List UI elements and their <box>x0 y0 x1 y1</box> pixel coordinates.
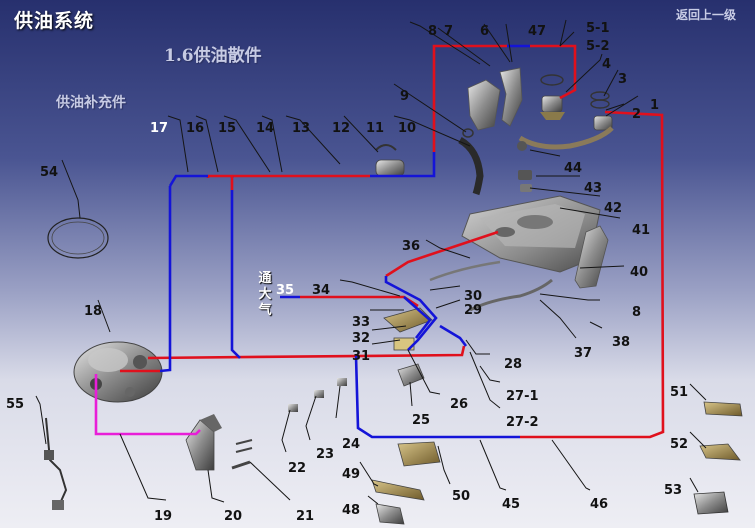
supply-line <box>120 44 665 439</box>
part-label-12[interactable]: 12 <box>332 121 350 136</box>
part-label-8b[interactable]: 8 <box>632 305 641 320</box>
part-label-9[interactable]: 9 <box>400 89 409 104</box>
pump-seal-rings-2-3[interactable] <box>590 91 613 131</box>
part-label-2[interactable]: 2 <box>632 107 641 122</box>
part-label-1[interactable]: 1 <box>650 98 659 113</box>
evap-line <box>94 374 201 436</box>
part-label-51[interactable]: 51 <box>670 385 688 400</box>
part-label-48[interactable]: 48 <box>342 503 360 518</box>
part-label-34[interactable]: 34 <box>312 283 330 298</box>
subtitle-fuel-supplement[interactable]: 供油补充件 <box>56 95 126 111</box>
pump-pipe-44[interactable] <box>517 126 614 151</box>
part-label-5-1[interactable]: 5-1 <box>586 21 610 36</box>
part-label-36[interactable]: 36 <box>402 239 420 254</box>
part-label-23[interactable]: 23 <box>316 447 334 462</box>
throttle-cable-54[interactable] <box>47 217 109 259</box>
part-label-44[interactable]: 44 <box>564 161 582 176</box>
leader-lines <box>35 19 707 505</box>
accelerator-pedal-20[interactable] <box>185 414 222 471</box>
part-label-11[interactable]: 11 <box>366 121 384 136</box>
part-label-31[interactable]: 31 <box>352 349 370 364</box>
brackets-48-53[interactable] <box>371 401 743 525</box>
part-label-18[interactable]: 18 <box>84 304 102 319</box>
tank-cap-42-43[interactable] <box>518 170 532 192</box>
part-label-8a[interactable]: 8 <box>428 24 437 39</box>
fuel-pump-bracket-6-7[interactable] <box>467 67 523 131</box>
fuel-pump-4[interactable] <box>540 74 565 120</box>
part-label-22[interactable]: 22 <box>288 461 306 476</box>
part-label-30[interactable]: 30 <box>464 289 482 304</box>
part-label-42[interactable]: 42 <box>604 201 622 216</box>
part-label-13[interactable]: 13 <box>292 121 310 136</box>
part-label-6[interactable]: 6 <box>480 24 489 39</box>
part-label-10[interactable]: 10 <box>398 121 416 136</box>
part-label-5-2[interactable]: 5-2 <box>586 39 610 54</box>
part-label-53[interactable]: 53 <box>664 483 682 498</box>
part-label-24[interactable]: 24 <box>342 437 360 452</box>
part-label-47[interactable]: 47 <box>528 24 546 39</box>
part-label-45[interactable]: 45 <box>502 497 520 512</box>
fuel-tank[interactable] <box>461 195 601 273</box>
part-label-17[interactable]: 17 <box>150 121 168 136</box>
fuel-line-37[interactable] <box>429 260 553 312</box>
part-label-32[interactable]: 32 <box>352 331 370 346</box>
part-label-27-2[interactable]: 27-2 <box>506 415 539 430</box>
filler-hose-10-11[interactable] <box>458 128 484 196</box>
return-line <box>159 44 530 439</box>
part-label-54[interactable]: 54 <box>40 165 58 180</box>
part-label-16[interactable]: 16 <box>186 121 204 136</box>
part-label-41[interactable]: 41 <box>632 223 650 238</box>
part-label-7[interactable]: 7 <box>444 24 453 39</box>
part-label-15[interactable]: 15 <box>218 121 236 136</box>
part-label-25[interactable]: 25 <box>412 413 430 428</box>
back-link[interactable]: 返回上一级 <box>676 8 737 22</box>
part-label-50[interactable]: 50 <box>452 489 470 504</box>
page-title: 供油系统 <box>14 10 95 32</box>
part-label-33[interactable]: 33 <box>352 315 370 330</box>
small-clips-22-24[interactable] <box>288 378 347 412</box>
part-label-49[interactable]: 49 <box>342 467 360 482</box>
subtitle-fuel-parts[interactable]: 1.6供油散件 <box>164 46 262 66</box>
canister-bracket-25[interactable] <box>397 363 425 387</box>
part-label-40[interactable]: 40 <box>630 265 648 280</box>
junction-markers <box>208 174 234 190</box>
part-label-35[interactable]: 35 <box>276 283 294 298</box>
part-label-19[interactable]: 19 <box>154 509 172 524</box>
part-label-46[interactable]: 46 <box>590 497 608 512</box>
sensor-harness-55[interactable] <box>44 417 68 510</box>
part-label-20[interactable]: 20 <box>224 509 242 524</box>
part-label-28[interactable]: 28 <box>504 357 522 372</box>
part-label-21[interactable]: 21 <box>296 509 314 524</box>
part-label-29[interactable]: 29 <box>464 303 482 318</box>
part-label-37[interactable]: 37 <box>574 346 592 361</box>
part-label-3[interactable]: 3 <box>618 72 627 87</box>
part-label-52[interactable]: 52 <box>670 437 688 452</box>
part-label-43[interactable]: 43 <box>584 181 602 196</box>
part-label-14[interactable]: 14 <box>256 121 274 136</box>
tank-strap-40[interactable] <box>574 225 609 289</box>
part-label-27-1[interactable]: 27-1 <box>506 389 539 404</box>
part-label-38[interactable]: 38 <box>612 335 630 350</box>
vent-to-atmosphere-label: 通大气 <box>258 271 272 318</box>
pedal-clips-21[interactable] <box>231 439 253 470</box>
part-label-26[interactable]: 26 <box>450 397 468 412</box>
part-label-4[interactable]: 4 <box>602 57 611 72</box>
part-label-55[interactable]: 55 <box>6 397 24 412</box>
